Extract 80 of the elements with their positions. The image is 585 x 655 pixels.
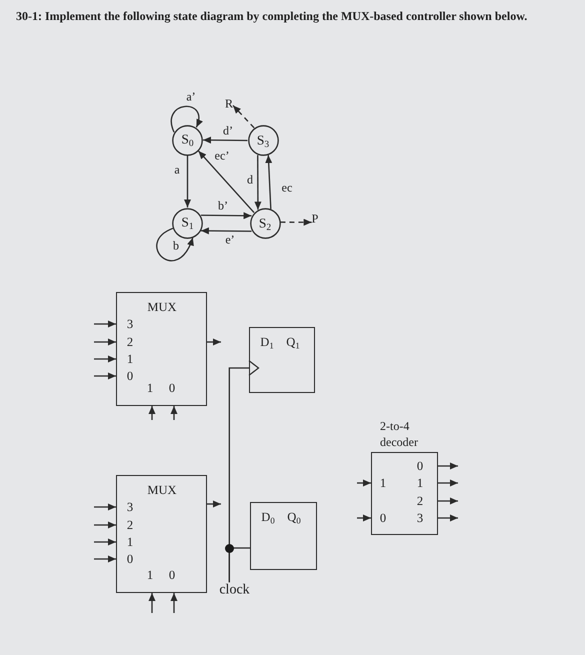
edge-label: ec’ (214, 149, 230, 163)
arrow (200, 212, 252, 220)
edge-label: a’ (185, 90, 197, 104)
self-loop-arrow (156, 228, 194, 262)
pin-label: D$_{1}$ (260, 336, 274, 350)
pin-label: 3 (126, 501, 134, 515)
arrow (170, 593, 178, 613)
pin-label: 1 (146, 382, 154, 396)
arrow (148, 593, 156, 613)
arrow (438, 462, 458, 470)
pin-label: Q$_{0}$ (287, 511, 301, 525)
flip-flop-block (249, 327, 315, 393)
arrow (254, 155, 262, 210)
arrow (438, 480, 458, 486)
arrow (198, 150, 255, 213)
arrow (94, 504, 116, 510)
arrow (438, 498, 458, 504)
pin-label: 1 (146, 569, 154, 583)
arrow (207, 500, 221, 508)
arrow (94, 522, 116, 528)
pin-label: 2 (416, 495, 424, 509)
arrow (94, 320, 116, 328)
self-loop-arrow (170, 106, 202, 132)
pin-label: Q$_{1}$ (286, 336, 300, 350)
signal-label: clock (219, 582, 250, 598)
block-title: 2-to-4 decoder (380, 418, 419, 450)
state-label: S$_{0}$ (181, 132, 194, 148)
dashed-arrow (232, 105, 255, 128)
arrow (170, 406, 178, 420)
arrow (148, 406, 156, 420)
state-circle (172, 124, 203, 156)
pin-label: 1 (380, 477, 386, 491)
arrow (203, 136, 248, 144)
arrow (94, 372, 116, 380)
state-label: S$_{1}$ (181, 216, 194, 230)
state-circle (250, 208, 280, 239)
state-label: S$_{2}$ (258, 216, 272, 231)
arrow (200, 227, 252, 234)
edge-label: b (172, 239, 180, 253)
clock-wire (228, 547, 250, 582)
state-circle (248, 125, 278, 156)
state-label: S$_{3}$ (256, 133, 270, 148)
pin-label: 0 (380, 512, 386, 526)
pin-label: 2 (126, 519, 134, 533)
edge-label: e’ (224, 233, 236, 247)
pin-label: 1 (126, 353, 134, 367)
arrow (94, 538, 116, 546)
edge-label: d (246, 173, 254, 187)
edge-label: d’ (222, 124, 234, 138)
arrow (438, 514, 458, 522)
arrow (94, 356, 116, 362)
pin-label: 0 (126, 553, 134, 567)
edge-label: b’ (217, 199, 229, 213)
pin-label: 0 (126, 370, 134, 384)
block-title: MUX (147, 484, 177, 498)
arrow (184, 156, 191, 208)
arrow (94, 338, 116, 346)
title: 30-1: Implement the following state diagram by completing the MUX-based controller shown below. (16, 10, 528, 24)
arrow (207, 338, 221, 346)
multiplexer-block (116, 292, 207, 406)
pin-label: 3 (416, 512, 424, 526)
state-circle (172, 208, 203, 238)
signal-label: R (225, 96, 233, 110)
block-title: MUX (147, 301, 177, 315)
pin-label: 1 (416, 477, 424, 491)
flip-flop-block (250, 502, 317, 570)
dashed-arrow (280, 218, 312, 226)
arrow (357, 480, 371, 486)
multiplexer-block (116, 475, 207, 593)
pin-label: 1 (126, 536, 134, 550)
pin-label: 2 (126, 336, 134, 350)
arrow (265, 155, 272, 210)
pin-label: 3 (126, 318, 134, 332)
pin-label: D$_{0}$ (261, 511, 275, 525)
pin-label: 0 (168, 382, 176, 396)
signal-label: P (312, 212, 318, 226)
pin-label: 0 (416, 460, 424, 474)
arrow (94, 556, 116, 562)
arrow (357, 514, 371, 522)
pin-label: 0 (168, 569, 176, 583)
